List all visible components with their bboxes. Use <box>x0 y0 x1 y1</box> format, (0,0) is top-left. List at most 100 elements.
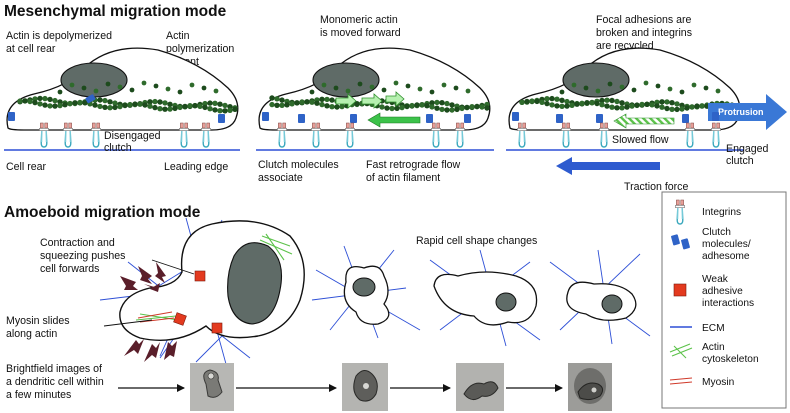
actin-bead <box>269 101 275 108</box>
myosin-slides-label: Myosin slides <box>6 315 70 327</box>
actin-monomer <box>643 80 649 86</box>
actin-bead <box>127 101 133 108</box>
actin-bead <box>674 106 680 113</box>
actin-monomer <box>453 85 459 91</box>
legend-weak-adhesion: Weak <box>702 274 729 285</box>
actin-bead <box>52 103 58 109</box>
actin-bead <box>399 104 405 111</box>
actin-bead <box>97 103 103 110</box>
weak-adhesion-icon <box>211 322 223 334</box>
actin-bead <box>569 102 575 109</box>
actin-bead <box>52 97 58 104</box>
actin-monomer <box>571 82 577 88</box>
actin-bead <box>554 103 560 109</box>
actin-bead <box>444 100 450 107</box>
actin-bead <box>434 105 440 111</box>
panel2-top-label: Monomeric actin <box>320 14 398 26</box>
actin-bead <box>524 98 530 105</box>
actin-monomer <box>679 89 685 95</box>
nucleus <box>312 62 380 98</box>
actin-bead <box>27 98 33 105</box>
actin-bead <box>284 102 290 108</box>
actin-monomer <box>117 84 123 90</box>
traction-force-arrow <box>556 157 660 175</box>
actin-bead <box>324 96 330 103</box>
actin-bead <box>274 102 280 109</box>
actin-bead <box>42 102 48 108</box>
actin-bead <box>429 100 435 106</box>
actin-bead <box>484 105 490 111</box>
actin-bead <box>679 102 685 109</box>
actin-bead <box>544 100 550 107</box>
clutch-molecule-icon <box>682 114 689 123</box>
actin-bead <box>564 103 570 109</box>
actin-bead <box>619 105 625 111</box>
clutch-molecule-icon <box>8 112 15 121</box>
actin-bead <box>122 102 128 109</box>
nucleus <box>562 62 630 98</box>
actin-monomer <box>105 81 111 87</box>
actin-bead <box>202 100 208 107</box>
actin-bead <box>354 101 360 107</box>
actin-bead <box>649 102 655 108</box>
actin-bead <box>274 96 280 102</box>
actin-bead <box>394 105 400 112</box>
actin-bead <box>339 103 345 110</box>
contraction-label: Contraction and <box>40 237 115 249</box>
myosin <box>137 311 175 323</box>
actin-bead <box>679 106 685 112</box>
actin-bead <box>42 95 48 102</box>
protrusion-arrow <box>708 94 787 130</box>
actin-bead <box>137 101 143 107</box>
actin-bead <box>559 97 565 104</box>
actin-monomer <box>369 84 375 90</box>
actin-bead <box>609 97 615 104</box>
actin-bead <box>157 99 163 105</box>
monomer-forward-arrows <box>335 91 405 109</box>
nucleus <box>495 292 517 312</box>
actin-bead <box>319 96 325 103</box>
nucleus <box>227 242 283 325</box>
svg-text:Brightfield images ofa dendrit: Brightfield images ofa dendritic cell wi… <box>6 363 104 401</box>
actin-bead <box>314 100 320 106</box>
slowed-flow-arrow <box>613 113 675 129</box>
actin-bead <box>82 100 88 106</box>
actin-bead <box>549 95 555 102</box>
actin-bead <box>157 106 163 112</box>
actin-monomer <box>607 81 613 87</box>
actin-bead <box>57 102 63 109</box>
actin-bead <box>112 104 118 111</box>
actin-bead <box>167 101 173 108</box>
amoeboid-heading: Amoeboid migration mode <box>4 204 201 221</box>
actin-bead <box>664 99 670 105</box>
shape-cell-2 <box>433 271 538 326</box>
weak-adhesion-icon <box>173 312 187 326</box>
actin-monomer <box>441 82 447 88</box>
actin-bead <box>92 102 98 108</box>
actin-monomer <box>619 84 625 90</box>
actin-bead <box>404 103 410 110</box>
actin-bead <box>207 106 213 112</box>
actin-monomer <box>631 87 637 93</box>
actin-bead <box>57 99 63 105</box>
panel1-rear-label: Actin is depolymerized <box>6 30 112 42</box>
weak-adhesion-icon <box>673 283 687 297</box>
actin-bead <box>609 104 615 110</box>
actin-bead <box>299 99 305 105</box>
actin-bead <box>197 103 203 110</box>
actin-monomer <box>381 87 387 93</box>
actin-monomer <box>213 88 219 94</box>
actin-bead <box>47 96 53 103</box>
actin-bead <box>659 104 665 110</box>
actin-bead <box>72 100 78 106</box>
actin-bead <box>434 99 440 106</box>
